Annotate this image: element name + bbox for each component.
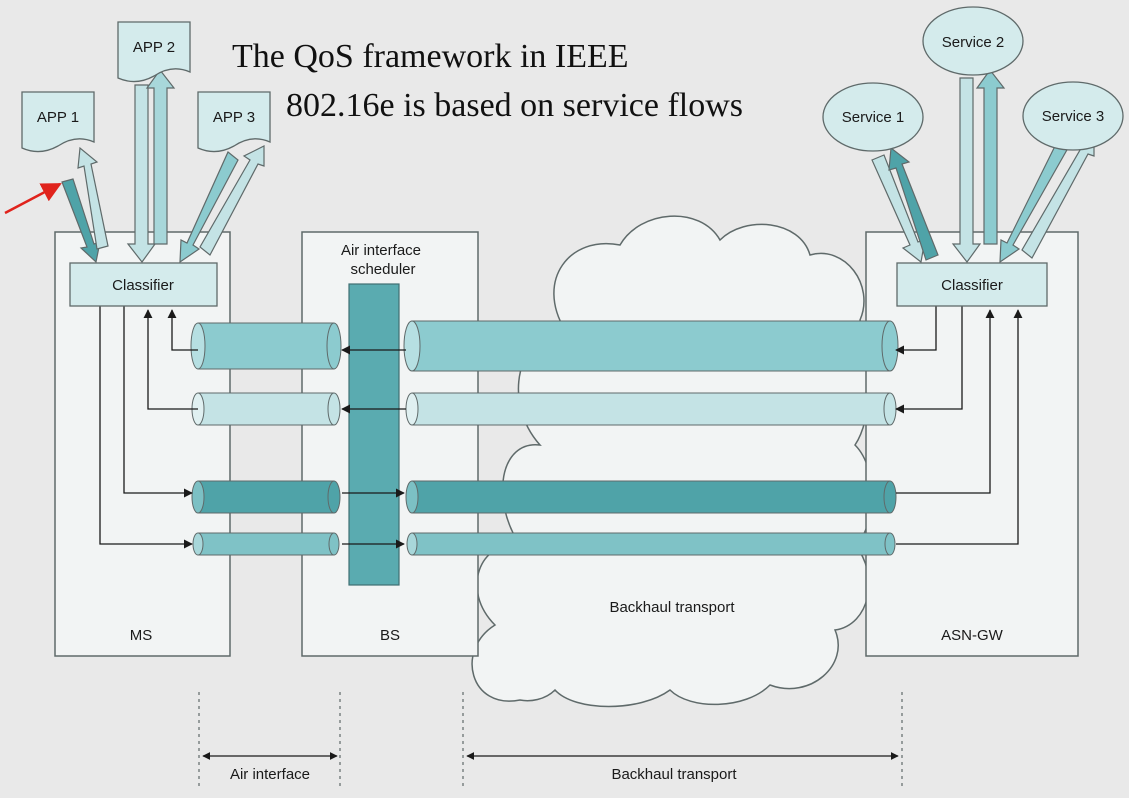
scheduler-label-line1: Air interface — [341, 242, 421, 259]
service-flow-pipe — [405, 392, 897, 426]
app-3-label: APP 3 — [213, 109, 255, 126]
scheduler-connectors — [341, 345, 406, 549]
title-line-1: The QoS framework in IEEE — [232, 38, 629, 75]
service-flow-pipe — [191, 392, 341, 426]
air-interface-span-label: Air interface — [230, 766, 310, 783]
app-2-label: APP 2 — [133, 39, 175, 56]
service-2-label: Service 2 — [942, 34, 1005, 51]
service-flow-pipes — [190, 320, 899, 556]
app-2-node: APP 2 — [117, 21, 191, 83]
app-1-label: APP 1 — [37, 109, 79, 126]
service-1-label: Service 1 — [842, 109, 905, 126]
asn-gw-label: ASN-GW — [941, 627, 1004, 644]
asn-gw-classifier — [896, 262, 1048, 307]
service-flow-pipe — [191, 480, 341, 514]
span-guides — [198, 692, 903, 786]
service-1-node: Service 1 — [822, 82, 924, 152]
service-flow-pipe — [403, 320, 899, 372]
ms-connectors — [99, 306, 198, 549]
scheduler-label-line2: scheduler — [350, 261, 415, 278]
service-3-label: Service 3 — [1042, 108, 1105, 125]
asn-gw-classifier-label: Classifier — [941, 277, 1003, 294]
backhaul-cloud — [471, 215, 873, 708]
app-1-node: APP 1 — [21, 91, 95, 153]
ms-label: MS — [130, 627, 153, 644]
app-3-node: APP 3 — [197, 91, 271, 153]
air-interface-scheduler-bar — [348, 283, 400, 586]
app-flow-arrows — [61, 68, 265, 264]
bs-label: BS — [380, 627, 400, 644]
service-flow-pipe — [405, 480, 897, 514]
backhaul-span-label: Backhaul transport — [611, 766, 737, 783]
ms-classifier-label: Classifier — [112, 277, 174, 294]
service-2-node: Service 2 — [922, 6, 1024, 76]
red-pointer-arrow — [4, 182, 62, 215]
backhaul-cloud-label: Backhaul transport — [609, 599, 735, 616]
service-flow-pipe — [190, 322, 342, 370]
ms-classifier — [69, 262, 218, 307]
asn-gw-connectors — [895, 306, 1023, 545]
service-flow-pipe — [192, 532, 340, 556]
service-3-node: Service 3 — [1022, 81, 1124, 151]
title-line-2: 802.16e is based on service flows — [286, 87, 743, 124]
service-flow-arrows — [871, 68, 1095, 264]
service-flow-pipe — [406, 532, 896, 556]
